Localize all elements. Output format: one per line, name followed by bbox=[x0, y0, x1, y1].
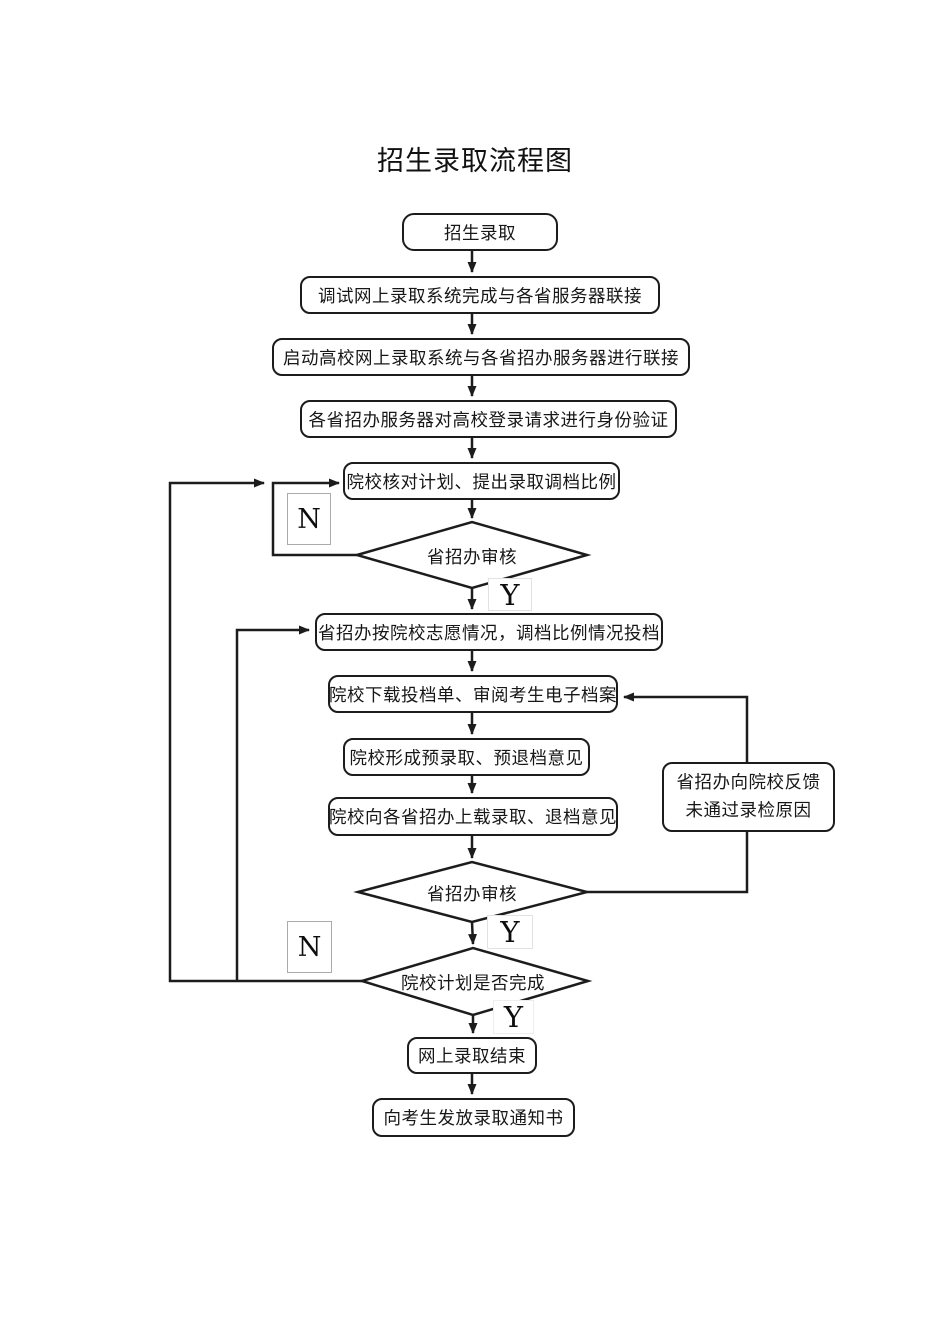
step-feedback: 省招办向院校反馈 未通过录检原因 bbox=[662, 762, 835, 832]
page-title: 招生录取流程图 bbox=[377, 146, 573, 177]
step-start: 招生录取 bbox=[402, 213, 558, 251]
step-finish: 网上录取结束 bbox=[407, 1037, 537, 1074]
step-launch-system: 启动高校网上录取系统与各省招办服务器进行联接 bbox=[272, 338, 690, 376]
branch-label-yes-1: Y bbox=[488, 578, 532, 612]
decision-plan-done-shape bbox=[357, 946, 593, 1017]
branch-label-yes-2: Y bbox=[487, 915, 533, 949]
step-check-plan: 院校核对计划、提出录取调档比例 bbox=[343, 462, 620, 500]
feedback-line-2: 未通过录检原因 bbox=[685, 801, 812, 821]
step-notify: 向考生发放录取通知书 bbox=[372, 1098, 575, 1137]
feedback-line-1: 省招办向院校反馈 bbox=[676, 773, 821, 793]
connector-review2-plandone-yes bbox=[468, 921, 478, 945]
connector-review1-no-loop bbox=[271, 478, 357, 557]
step-debug-system: 调试网上录取系统完成与各省服务器联接 bbox=[300, 276, 660, 314]
branch-label-no-1: N bbox=[287, 493, 331, 545]
decision-review1-shape bbox=[352, 520, 592, 590]
step-form-opinion: 院校形成预录取、预退档意见 bbox=[343, 738, 590, 776]
branch-label-yes-3: Y bbox=[493, 1000, 534, 1034]
step-cast-archive: 省招办按院校志愿情况，调档比例情况投档 bbox=[315, 613, 663, 651]
decision-review1-label: 省招办审核 bbox=[427, 548, 517, 568]
decision-review2-label: 省招办审核 bbox=[427, 885, 517, 905]
step-download-list: 院校下载投档单、审阅考生电子档案 bbox=[328, 675, 618, 713]
connector-plandone-no-inner-loop bbox=[235, 625, 310, 981]
branch-label-no-2: N bbox=[287, 921, 332, 973]
step-upload-opinion: 院校向各省招办上载录取、退档意见 bbox=[328, 797, 618, 836]
decision-plan-done-label: 院校计划是否完成 bbox=[401, 974, 545, 994]
decision-review2-shape bbox=[353, 860, 592, 924]
connector-plandone-no-outer-loop bbox=[168, 478, 362, 983]
step-identity-check: 各省招办服务器对高校登录请求进行身份验证 bbox=[300, 400, 677, 438]
